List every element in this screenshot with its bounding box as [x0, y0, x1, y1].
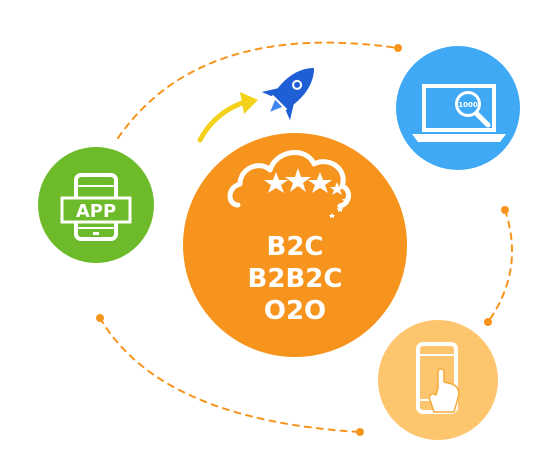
orbit-arc-right [487, 209, 513, 323]
orbit-dot [484, 318, 492, 326]
orbit-dots [96, 44, 509, 436]
app-node: APP [38, 147, 154, 263]
laptop-magnifier-icon: 1000 [412, 84, 506, 142]
orbit-arc-top [117, 41, 399, 139]
laptop-badge: 1000 [458, 101, 478, 109]
center-line-1: B2C [267, 232, 324, 262]
orbit-arcs [99, 41, 513, 433]
curved-arrow-icon [197, 92, 258, 143]
orbit-dot [394, 44, 402, 52]
orbit-arc-left [99, 317, 361, 433]
center-line-3: O2O [264, 296, 326, 326]
center-line-2: B2B2C [248, 264, 343, 294]
cloud-stars-icon [227, 150, 351, 218]
phone-touch-icon [416, 342, 460, 414]
app-label-box [60, 196, 132, 224]
orbit-dot [356, 428, 364, 436]
center-hub: B2C B2B2C O2O [183, 133, 407, 357]
orbit-dot [96, 314, 104, 322]
app-label: APP [76, 201, 116, 222]
orbit-dot [501, 206, 509, 214]
center-circle [183, 133, 407, 357]
rocket-icon [261, 67, 315, 121]
laptop-node: 1000 [396, 46, 520, 170]
mobile-node [378, 320, 498, 440]
